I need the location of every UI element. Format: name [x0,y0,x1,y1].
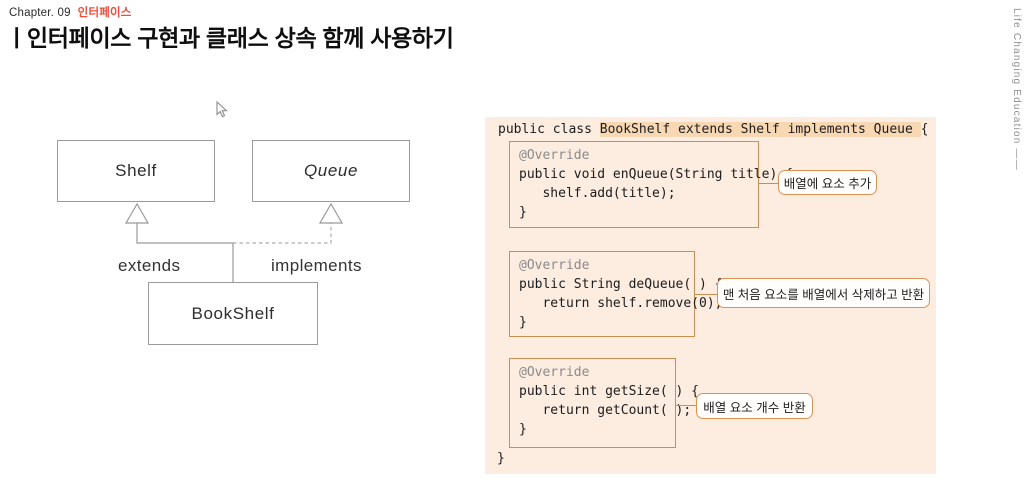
callout-connector-line [676,405,696,406]
code-line: return shelf.remove(0); [519,296,723,311]
code-block-getsize: @Override public int getSize( ) { return… [509,358,700,448]
class-closing-brace: } [497,451,505,466]
code-line: } [519,205,527,220]
code-line: @Override [519,365,590,380]
chapter-topic: 인터페이스 [77,7,132,19]
chapter-line: Chapter. 09 인터페이스 [9,4,132,20]
uml-diagram: Shelf Queue BookShelf extends implements [40,95,470,375]
code-panel: public class BookShelf extends Shelf imp… [485,117,936,474]
code-line: @Override [519,148,590,163]
class-decl-suffix: { [920,122,929,137]
bookshelf-class-label: BookShelf [191,303,275,323]
queue-interface-label: Queue [303,161,359,180]
callout-getsize: 배열 요소 개수 반환 [696,393,813,419]
queue-interface-box: Queue [252,140,410,202]
code-line: @Override [519,258,590,273]
branding-vertical-text: Life Changing Education —— [1011,8,1022,171]
class-decl-highlight: BookShelf extends Shelf implements Queue [599,122,921,137]
extends-relation-label: extends [118,256,181,275]
callout-connector-line [759,183,778,184]
callout-connector-line [695,294,717,295]
chapter-label: Chapter. 09 [9,7,71,19]
diagram-connector-lines [124,202,344,282]
class-decl-prefix: public class [498,122,600,137]
triangle-arrow-shelf [124,202,150,224]
callout-dequeue: 맨 처음 요소를 배열에서 삭제하고 반환 [717,278,930,308]
class-declaration-line: public class BookShelf extends Shelf imp… [498,121,928,138]
implements-relation-label: implements [271,256,362,275]
code-line: shelf.add(title); [519,186,676,201]
bookshelf-class-box: BookShelf [148,282,318,345]
triangle-arrow-queue [318,202,344,224]
mouse-cursor-icon [216,101,228,118]
code-block-enqueue: @Override public void enQueue(String tit… [509,141,793,228]
shelf-class-label: Shelf [115,161,157,180]
code-line: } [519,315,527,330]
code-line: public void enQueue(String title) { [519,167,793,182]
code-line: public int getSize( ) { [519,384,700,399]
code-line: } [519,422,527,437]
callout-enqueue: 배열에 요소 추가 [778,170,877,195]
code-line: return getCount( ); [519,403,692,418]
shelf-class-box: Shelf [57,140,215,202]
page-title: ㅣ인터페이스 구현과 클래스 상속 함께 사용하기 [6,25,454,51]
code-block-dequeue: @Override public String deQueue( ) { ret… [509,251,723,337]
code-line: public String deQueue( ) { [519,277,723,292]
